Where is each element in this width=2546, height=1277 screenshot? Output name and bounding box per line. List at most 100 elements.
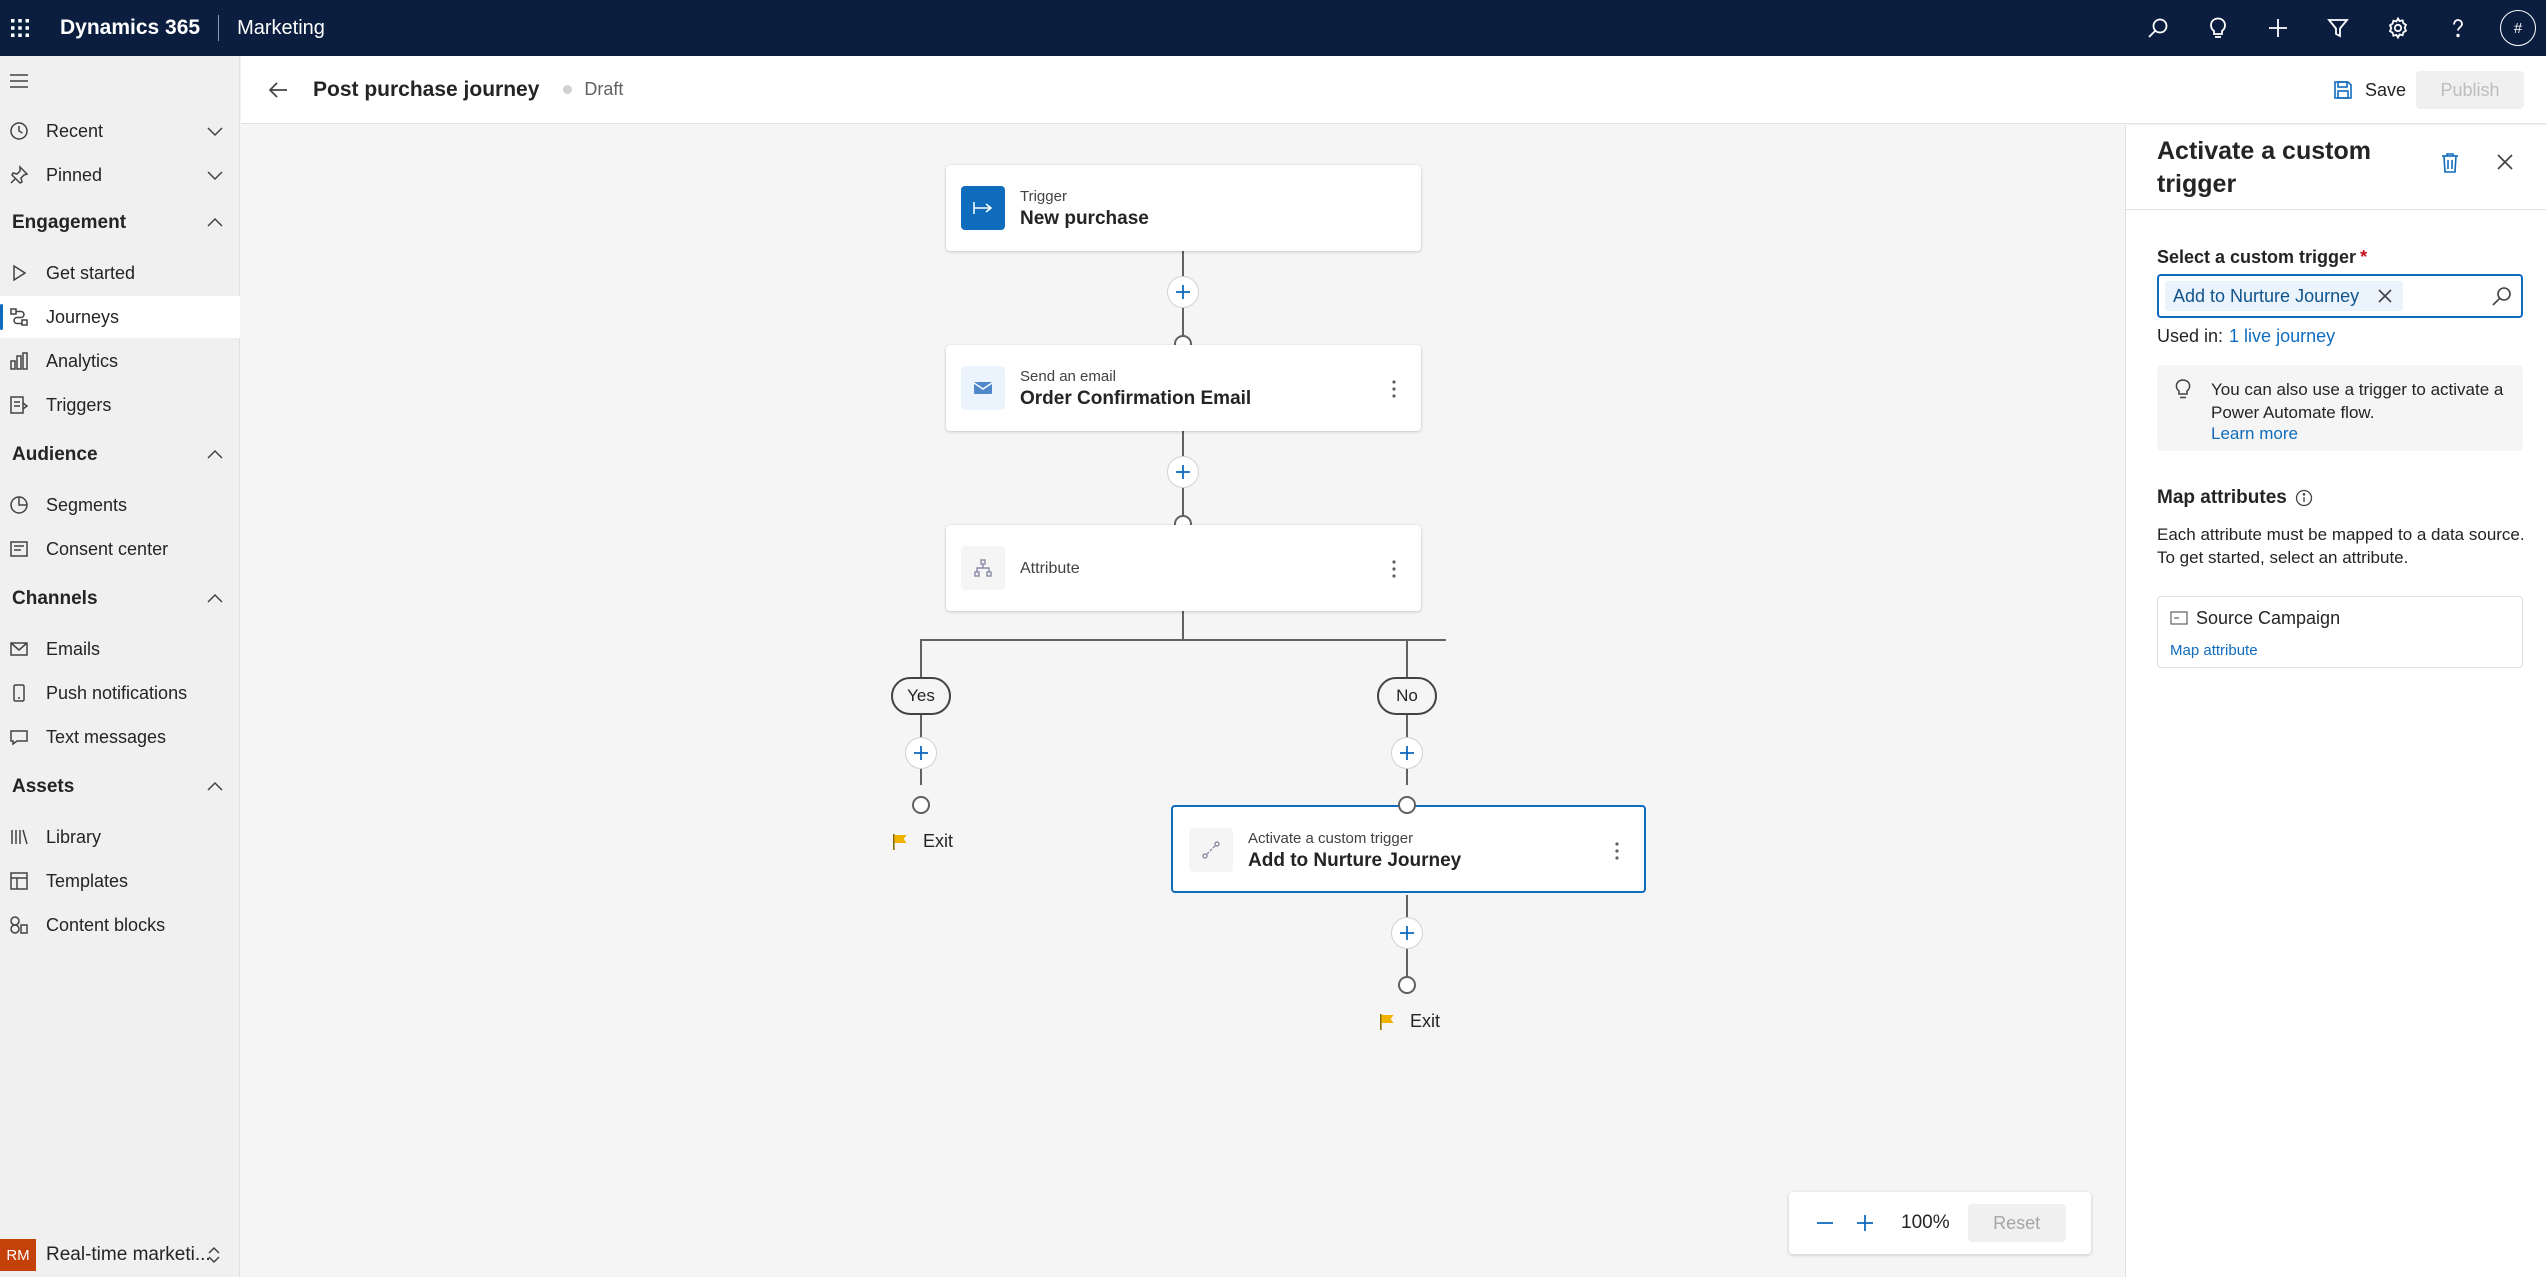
nav-recent[interactable]: Recent (0, 110, 240, 152)
add-step-button[interactable] (1391, 737, 1423, 769)
nav-item-library[interactable]: Library (0, 816, 240, 858)
nav-toggle-button[interactable] (8, 70, 30, 92)
exit-label: Exit (923, 831, 954, 851)
branch-no[interactable]: No (1377, 677, 1437, 715)
plus-icon (914, 746, 928, 760)
card-name: Add to Nurture Journey (1248, 850, 1462, 871)
more-icon[interactable] (1391, 559, 1397, 579)
hamburger-icon (10, 74, 28, 88)
new-button[interactable] (2248, 0, 2308, 56)
save-button[interactable]: Save (2333, 74, 2406, 106)
plus-icon (1857, 1215, 1873, 1231)
close-panel-button[interactable] (2495, 152, 2515, 172)
publish-button[interactable]: Publish (2416, 71, 2524, 109)
left-navigation: Recent Pinned Engagement Get started Jou… (0, 56, 240, 1277)
branch-yes[interactable]: Yes (891, 677, 951, 715)
journey-icon (10, 308, 28, 326)
play-icon (13, 264, 27, 282)
nav-item-triggers[interactable]: Triggers (0, 384, 240, 426)
nav-section-assets[interactable]: Assets (0, 766, 240, 808)
nav-section-audience[interactable]: Audience (0, 434, 240, 476)
trigger-card[interactable]: Trigger New purchase (946, 165, 1421, 251)
map-attribute-link[interactable]: Map attribute (2170, 642, 2258, 659)
info-icon[interactable] (2295, 489, 2313, 507)
custom-trigger-lookup[interactable]: Add to Nurture Journey (2157, 274, 2523, 318)
chevron-up-icon[interactable] (206, 590, 224, 608)
used-in-link[interactable]: 1 live journey (2229, 326, 2336, 346)
nav-item-analytics[interactable]: Analytics (0, 340, 240, 382)
chevron-up-icon[interactable] (206, 214, 224, 232)
lookup-search-button[interactable] (2491, 285, 2513, 307)
chevron-down-icon[interactable] (206, 166, 224, 184)
connector-line (920, 639, 922, 677)
email-card[interactable]: Send an email Order Confirmation Email (946, 345, 1421, 431)
reset-zoom-button[interactable]: Reset (1967, 1204, 2066, 1242)
more-icon[interactable] (1614, 841, 1620, 861)
ideas-button[interactable] (2188, 0, 2248, 56)
nav-item-label: Get started (46, 262, 136, 283)
nav-section-engagement[interactable]: Engagement (0, 202, 240, 244)
waffle-icon (11, 19, 29, 37)
journey-canvas[interactable]: Trigger New purchase Send an email Order… (241, 125, 2125, 1277)
journey-header: Post purchase journey Draft Save Publish (241, 56, 2546, 124)
environment-switcher[interactable]: RM Real-time marketi... (0, 1233, 240, 1277)
nav-recent-label: Recent (46, 120, 104, 141)
nav-item-label: Emails (46, 638, 101, 659)
nav-item-journeys[interactable]: Journeys (0, 296, 240, 338)
nav-item-segments[interactable]: Segments (0, 484, 240, 526)
trash-icon (2442, 153, 2458, 173)
nav-item-label: Library (46, 826, 102, 847)
nav-item-emails[interactable]: Emails (0, 628, 240, 670)
selected-trigger-tag[interactable]: Add to Nurture Journey (2165, 281, 2404, 311)
chevron-up-icon[interactable] (206, 778, 224, 796)
attribute-item[interactable]: Source Campaign Map attribute (2157, 596, 2523, 668)
status-dot (563, 85, 573, 94)
help-icon (2453, 19, 2463, 38)
nav-item-label: Templates (46, 870, 129, 891)
add-step-button[interactable] (1167, 456, 1199, 488)
search-button[interactable] (2128, 0, 2188, 56)
plus-icon (1400, 746, 1414, 760)
zoom-in-button[interactable] (1845, 1203, 1885, 1243)
chevron-up-icon[interactable] (206, 446, 224, 464)
brand-divider (218, 15, 220, 41)
chevron-down-icon[interactable] (206, 122, 224, 140)
settings-button[interactable] (2368, 0, 2428, 56)
nav-item-push-notifications[interactable]: Push notifications (0, 672, 240, 714)
back-button[interactable] (263, 75, 293, 105)
nav-section-channels[interactable]: Channels (0, 578, 240, 620)
remove-tag-button[interactable] (2377, 288, 2393, 304)
add-step-button[interactable] (1391, 917, 1423, 949)
nav-item-get-started[interactable]: Get started (0, 252, 240, 294)
zoom-level: 100% (1901, 1212, 1950, 1233)
map-attributes-description: Each attribute must be mapped to a data … (2157, 525, 2525, 567)
delete-button[interactable] (2440, 152, 2460, 174)
chat-icon (10, 730, 28, 746)
analytics-icon (10, 352, 28, 370)
user-avatar[interactable]: # (2500, 10, 2536, 46)
more-icon[interactable] (1391, 379, 1397, 399)
attribute-card[interactable]: Attribute (946, 525, 1421, 611)
add-step-button[interactable] (1167, 276, 1199, 308)
close-icon (2378, 289, 2392, 303)
connector-node (912, 796, 930, 814)
nav-item-content-blocks[interactable]: Content blocks (0, 904, 240, 946)
help-button[interactable] (2428, 0, 2488, 56)
used-in-text: Used in:1 live journey (2157, 326, 2335, 347)
zoom-out-button[interactable] (1805, 1203, 1845, 1243)
app-name[interactable]: Marketing (237, 16, 325, 39)
learn-more-link[interactable]: Learn more (2211, 424, 2298, 443)
status-label: Draft (584, 79, 624, 99)
custom-trigger-card[interactable]: Activate a custom trigger Add to Nurture… (1171, 805, 1646, 893)
nav-item-text-messages[interactable]: Text messages (0, 716, 240, 758)
app-launcher-button[interactable] (0, 0, 40, 56)
add-step-button[interactable] (905, 737, 937, 769)
environment-badge: RM (0, 1239, 36, 1271)
map-heading-text: Map attributes (2157, 487, 2287, 508)
brand-name[interactable]: Dynamics 365 (60, 16, 201, 39)
filter-button[interactable] (2308, 0, 2368, 56)
lightbulb-icon (2210, 17, 2226, 38)
nav-pinned[interactable]: Pinned (0, 154, 240, 196)
nav-item-templates[interactable]: Templates (0, 860, 240, 902)
nav-item-consent-center[interactable]: Consent center (0, 528, 240, 570)
